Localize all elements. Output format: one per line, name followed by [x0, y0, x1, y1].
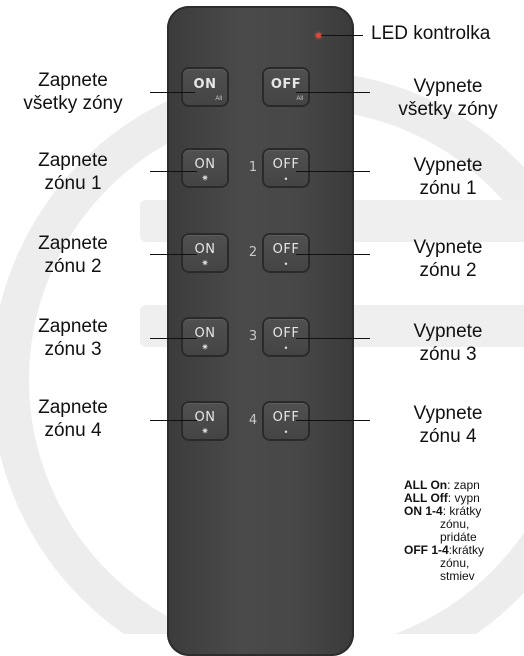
left-callout-line [150, 171, 197, 172]
dot-icon: • [284, 343, 288, 353]
note-text: stmiev [440, 569, 475, 583]
left-label-all: Zapnete všetky zóny [23, 70, 123, 114]
zone-1-on-button[interactable]: ON ✷ [183, 150, 227, 186]
note-text: : krátky [442, 504, 482, 518]
left-label-zone-2: Zapnete zónu 2 [38, 233, 108, 277]
left-callout-line [150, 92, 195, 93]
note-row: ON 1-4: krátky [404, 505, 524, 518]
note-key: OFF 1-4 [404, 543, 449, 557]
zone-off-label: OFF [272, 326, 300, 341]
right-callout-line [296, 171, 370, 172]
zone-on-label: ON [194, 410, 216, 425]
note-row: pridáte [404, 531, 524, 544]
left-label-zone-1: Zapnete zónu 1 [38, 150, 108, 194]
zone-number: 1 [248, 160, 258, 175]
right-callout-line [296, 420, 370, 421]
left-label-zone-3: Zapnete zónu 3 [38, 316, 108, 360]
led-callout-line [321, 35, 363, 36]
note-row: OFF 1-4:krátky [404, 544, 524, 557]
note-row: ALL Off: vypn [404, 492, 524, 505]
right-callout-line [296, 254, 370, 255]
note-text: : vypn [447, 491, 480, 505]
right-label-zone-2: Vypnete zónu 2 [413, 237, 483, 281]
all-on-label: ON [193, 77, 217, 92]
zone-off-label: OFF [272, 410, 300, 425]
zone-4-on-button[interactable]: ON ✷ [183, 403, 227, 439]
note-row: zónu, [404, 518, 524, 531]
left-callout-line [150, 420, 197, 421]
note-text: zónu, [440, 517, 470, 531]
note-row: ALL On: zapn [404, 479, 524, 492]
zone-on-label: ON [194, 157, 216, 172]
note-row: zónu, [404, 557, 524, 570]
right-label-zone-3: Vypnete zónu 3 [413, 321, 483, 365]
dot-icon: • [284, 259, 288, 269]
all-off-sub: All [296, 96, 303, 102]
right-label-all: Vypnete všetky zóny [398, 76, 498, 120]
sun-icon: ✷ [201, 342, 209, 352]
zone-1-off-button[interactable]: OFF • [264, 150, 308, 186]
note-text: :krátky [448, 543, 485, 557]
all-off-button[interactable]: OFF All [264, 69, 308, 105]
zone-on-label: ON [194, 242, 216, 257]
note-key: ON 1-4 [404, 504, 443, 518]
led-label: LED kontrolka [371, 23, 491, 44]
led-indicator [316, 33, 321, 38]
all-on-button[interactable]: ON All [183, 69, 227, 105]
note-text: pridáte [440, 530, 477, 544]
sun-icon: ✷ [201, 258, 209, 268]
zone-off-label: OFF [272, 242, 300, 257]
zone-3-off-button[interactable]: OFF • [264, 319, 308, 355]
right-callout-line [296, 92, 370, 93]
sun-icon: ✷ [201, 173, 209, 183]
note-text: : zapn [447, 479, 480, 492]
zone-on-label: ON [194, 326, 216, 341]
zone-off-label: OFF [272, 157, 300, 172]
note-key: ALL Off [404, 491, 448, 505]
zone-number: 2 [248, 245, 258, 260]
right-callout-line [296, 338, 370, 339]
all-off-label: OFF [270, 77, 302, 92]
zone-2-on-button[interactable]: ON ✷ [183, 235, 227, 271]
all-on-sub: All [215, 96, 222, 102]
note-key: ALL On [404, 479, 448, 492]
right-label-zone-1: Vypnete zónu 1 [413, 155, 483, 199]
note-text: zónu, [440, 556, 470, 570]
zone-3-on-button[interactable]: ON ✷ [183, 319, 227, 355]
dot-icon: • [284, 174, 288, 184]
sun-icon: ✷ [201, 426, 209, 436]
zone-number: 3 [248, 329, 258, 344]
left-label-zone-4: Zapnete zónu 4 [38, 397, 108, 441]
zone-2-off-button[interactable]: OFF • [264, 235, 308, 271]
note-row: stmiev [404, 570, 524, 583]
right-label-zone-4: Vypnete zónu 4 [413, 403, 483, 447]
notes-block: ALL On: zapn ALL Off: vypn ON 1-4: krátk… [404, 479, 524, 583]
zone-number: 4 [248, 413, 258, 428]
left-callout-line [150, 338, 197, 339]
dot-icon: • [284, 427, 288, 437]
zone-4-off-button[interactable]: OFF • [264, 403, 308, 439]
left-callout-line [150, 254, 197, 255]
